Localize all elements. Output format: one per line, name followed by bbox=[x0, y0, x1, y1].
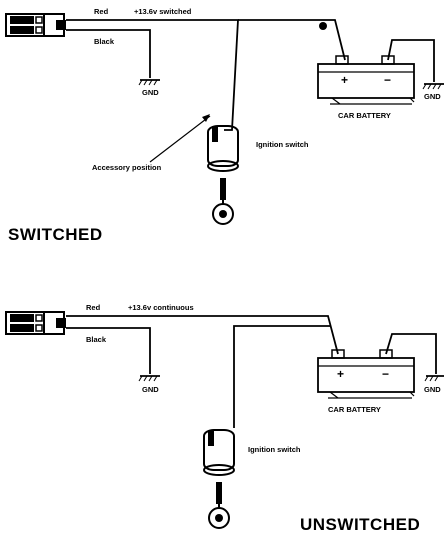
ground-symbol-icon bbox=[138, 79, 160, 86]
ignition-switch-icon bbox=[207, 125, 239, 172]
red-wire-label: Red bbox=[86, 303, 101, 312]
battery-plus-sign: + bbox=[337, 367, 344, 381]
ignition-key-icon bbox=[208, 482, 230, 529]
ground-symbol-icon bbox=[138, 375, 160, 382]
ground-symbol-icon bbox=[424, 375, 444, 382]
black-wire bbox=[66, 327, 151, 374]
voltage-label: +13.6v continuous bbox=[128, 303, 194, 312]
ignition-switch-label: Ignition switch bbox=[256, 140, 309, 149]
accessory-position-label: Accessory position bbox=[92, 163, 162, 172]
ignition-wire bbox=[233, 325, 330, 428]
battery-feed-wire bbox=[238, 19, 346, 61]
red-wire-label: Red bbox=[94, 7, 109, 16]
voltage-label: +13.6v switched bbox=[134, 7, 192, 16]
red-wire bbox=[66, 315, 339, 355]
unswitched-heading: UNSWITCHED bbox=[300, 515, 420, 534]
black-wire bbox=[66, 29, 151, 78]
arrow-head-icon bbox=[202, 114, 210, 122]
ignition-switch-label: Ignition switch bbox=[248, 445, 301, 454]
ground-symbol-icon bbox=[422, 83, 444, 90]
battery-plus-sign: + bbox=[341, 73, 348, 87]
power-connector-icon bbox=[5, 311, 66, 335]
battery-label: CAR BATTERY bbox=[338, 111, 391, 120]
battery-label: CAR BATTERY bbox=[328, 405, 381, 414]
switched-heading: SWITCHED bbox=[8, 225, 103, 244]
ignition-switch-icon bbox=[203, 429, 235, 476]
accessory-pointer-line bbox=[149, 115, 211, 163]
gnd-label-right: GND bbox=[424, 92, 441, 101]
power-connector-icon bbox=[5, 13, 66, 37]
battery-minus-sign: − bbox=[384, 73, 391, 87]
battery-minus-sign: − bbox=[382, 367, 389, 381]
wire-junction-dot bbox=[319, 22, 327, 30]
black-wire-label: Black bbox=[86, 335, 107, 344]
car-battery-icon bbox=[317, 349, 415, 399]
battery-ground-wire bbox=[385, 333, 437, 374]
ignition-key-icon bbox=[212, 178, 234, 225]
red-wire bbox=[66, 19, 239, 131]
car-battery-icon bbox=[317, 55, 415, 105]
unswitched-diagram: GND GND + − CAR BATTERY bbox=[5, 303, 444, 534]
battery-ground-wire bbox=[387, 39, 435, 82]
black-wire-label: Black bbox=[94, 37, 115, 46]
switched-diagram: GND GND + − CAR BATTERY bbox=[5, 7, 444, 244]
gnd-label-left: GND bbox=[142, 385, 159, 394]
gnd-label-right: GND bbox=[424, 385, 441, 394]
gnd-label-left: GND bbox=[142, 88, 159, 97]
